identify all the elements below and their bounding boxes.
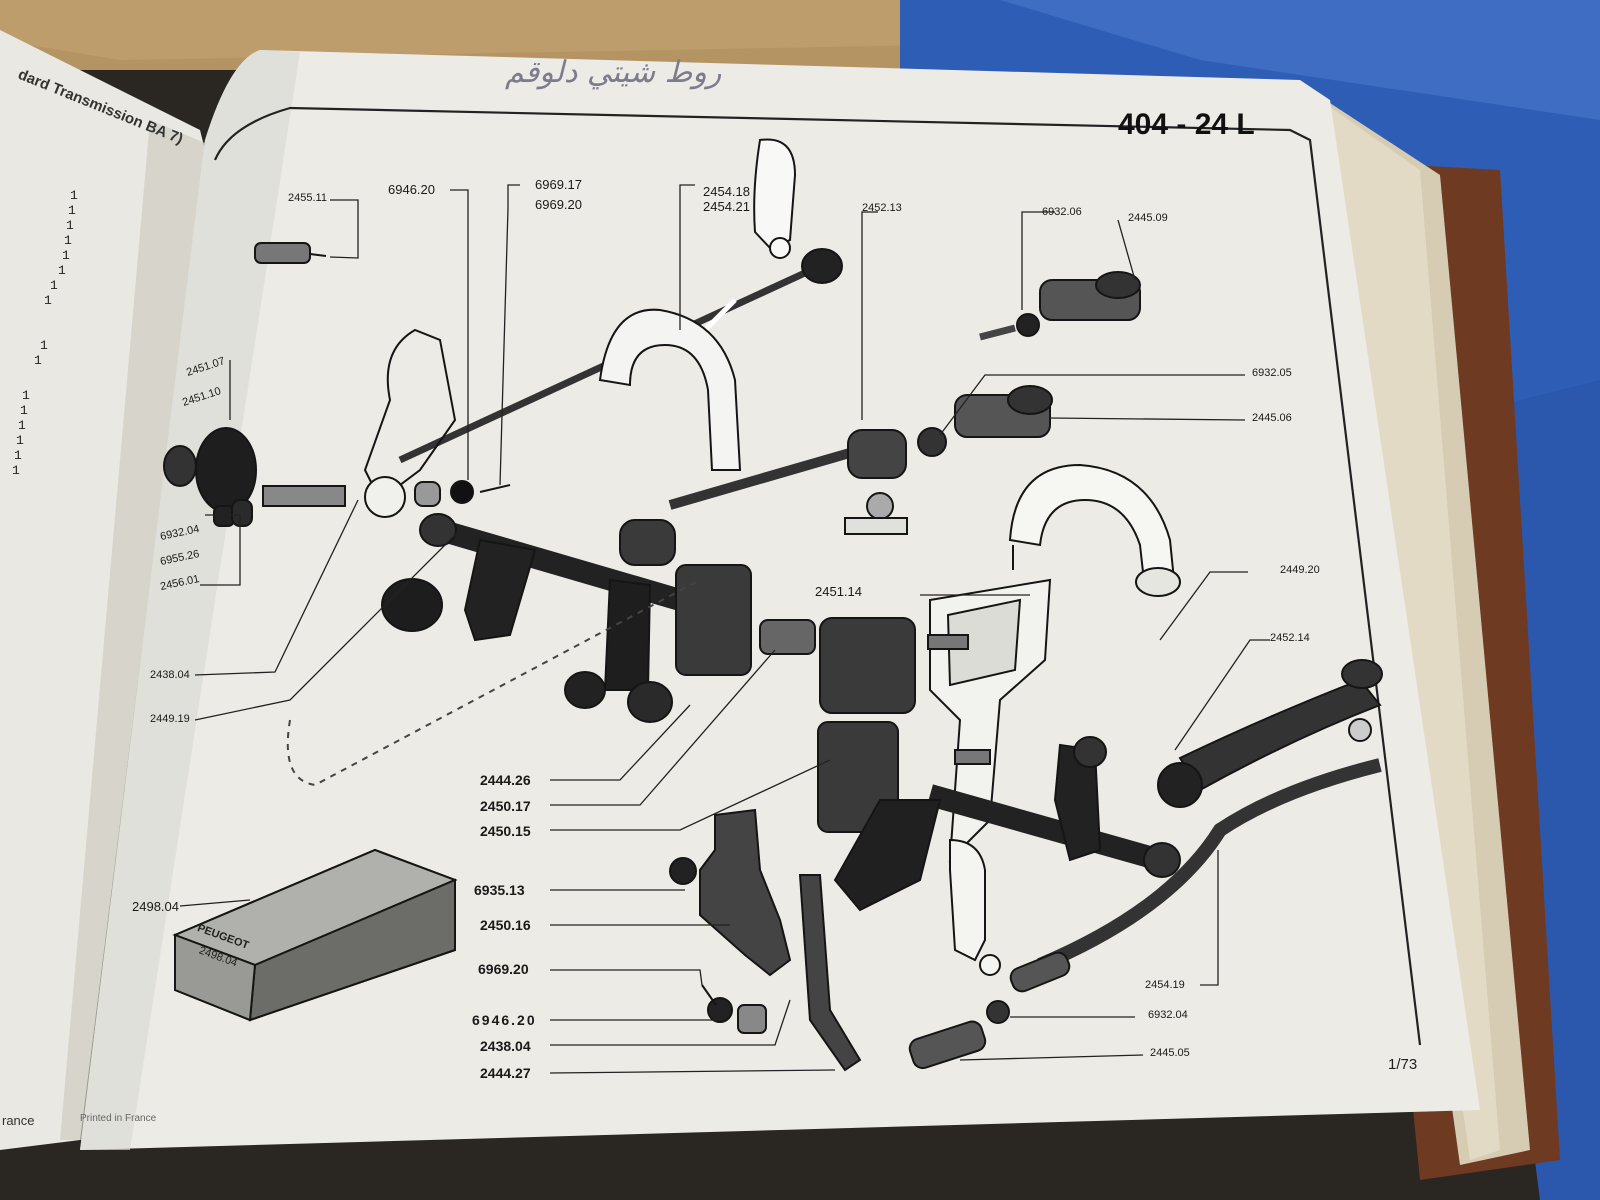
part-label: 2445.09: [1128, 212, 1168, 224]
page-number: 1/73: [1388, 1056, 1418, 1073]
part-label: 2452.14: [1270, 632, 1310, 644]
part-label: 6969.17: [535, 177, 582, 192]
part-label: 2454.19: [1145, 979, 1185, 991]
qty-4: 1: [64, 233, 72, 248]
fork-outline-left: [363, 328, 457, 502]
qty-12: 1: [20, 403, 28, 418]
part-label: 6932.05: [1252, 367, 1292, 379]
peugeot-box: [172, 848, 458, 1022]
part-label: 6935.13: [474, 882, 525, 898]
rod-2445-06: [668, 429, 908, 535]
part-label: 2498.04: [132, 899, 179, 914]
qty-6: 1: [58, 263, 66, 278]
part-label: 2452.13: [862, 202, 902, 214]
fitting-2445-09: [979, 271, 1141, 341]
footer-left: rance: [2, 1113, 35, 1128]
handwritten-note: روط شيتي دلوقم: [505, 55, 722, 90]
part-label: 2451.14: [815, 584, 862, 599]
part-label: 6946.20: [472, 1012, 537, 1028]
lever-2452-14: [1157, 659, 1383, 808]
part-label: 6969.20: [478, 961, 529, 977]
qty-11: 1: [22, 388, 30, 403]
qty-1: 1: [70, 188, 78, 203]
page-frame: [213, 106, 1422, 1046]
qty-10: 1: [34, 353, 42, 368]
qty-2: 1: [68, 203, 76, 218]
bracket-2450-16: [699, 808, 792, 977]
fitting-2445-06: [917, 385, 1053, 457]
part-label: 6932.04: [1148, 1009, 1188, 1021]
shaft-lower-right: [833, 736, 1181, 976]
part-label: 2450.16: [480, 917, 531, 933]
part-label: 6932.06: [1042, 206, 1082, 218]
fork-u-right: [1008, 463, 1177, 591]
qty-16: 1: [12, 463, 20, 478]
part-label: 2450.15: [480, 823, 531, 839]
qty-9: 1: [40, 338, 48, 353]
part-label: 2445.05: [1150, 1047, 1190, 1059]
part-label: 2455.11: [288, 192, 327, 204]
spring-small: [262, 480, 511, 507]
qty-8: 1: [44, 293, 52, 308]
leader-lines: [179, 184, 1270, 1074]
tube-outline: [286, 579, 701, 787]
spring-2445-05: [908, 1020, 987, 1070]
part-label: 2454.21: [703, 199, 750, 214]
qty-14: 1: [16, 433, 24, 448]
drum-2451-10: [163, 427, 257, 527]
left-page-quantities: 1 1 1 1 1 1 1 1 1 1 1 1 1 1 1 1: [12, 188, 78, 478]
part-label: 2449.20: [1280, 564, 1320, 576]
part-label: 2444.26: [480, 772, 531, 788]
lever-2454-21: [753, 138, 797, 250]
part-label: 6969.20: [535, 197, 582, 212]
qty-7: 1: [50, 278, 58, 293]
part-label: 2454.18: [703, 184, 750, 199]
bolt-2455-11: [254, 242, 327, 264]
part-label: 2449.19: [150, 713, 190, 725]
part-label: 6946.20: [388, 182, 435, 197]
part-label: 2444.27: [480, 1065, 531, 1081]
qty-15: 1: [14, 448, 22, 463]
block-2450-17: [819, 617, 916, 714]
footer-printed: Printed in France: [80, 1113, 157, 1124]
part-label: 2450.17: [480, 798, 531, 814]
fork-u-top: [598, 308, 742, 471]
part-label: 2438.04: [480, 1038, 531, 1054]
block-2444-26: [675, 564, 752, 676]
qty-13: 1: [18, 418, 26, 433]
qty-3: 1: [66, 218, 74, 233]
rod-2454-19: [1009, 758, 1382, 993]
shaft-2449-19: [381, 513, 684, 723]
part-label: 2445.06: [1252, 412, 1292, 424]
qty-5: 1: [62, 248, 70, 263]
pin-2444-27: [798, 874, 862, 1072]
part-label: 2438.04: [150, 669, 190, 681]
page-code: 404 - 24 L: [1118, 108, 1255, 141]
